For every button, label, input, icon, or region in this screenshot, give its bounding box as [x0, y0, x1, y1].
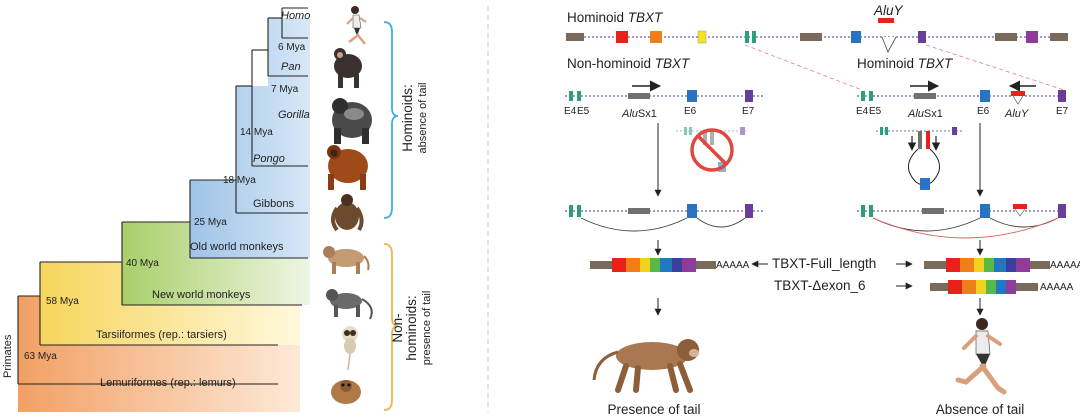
nonhominoids-title2: hominoids:: [404, 295, 419, 360]
nonhom-polya: AAAAA: [716, 260, 750, 271]
monkey-with-tail-icon: [592, 339, 699, 393]
node-18mya: 18 Mya: [223, 175, 256, 186]
nonhominoids-title: Non-: [390, 313, 405, 342]
nonhominoids-bracket: [383, 243, 399, 411]
transcript-delta-label: TBXT-Δexon_6: [774, 278, 866, 293]
taxon-homo: Homo: [281, 10, 310, 22]
nonhominoid-gene-title: Non-hominoid TBXT: [567, 56, 691, 71]
nonhom-e5: E5: [577, 106, 590, 117]
nonhom-mrna-full: [590, 258, 716, 272]
nonhom-e7: E7: [742, 106, 755, 117]
hominoid-gene-title: Hominoid TBXT: [857, 56, 954, 71]
node-40mya: 40 Mya: [126, 258, 159, 269]
top-aluy-label: AluY: [873, 3, 904, 18]
hom-polya-full: AAAAA: [1050, 260, 1080, 271]
node-63mya: 63 Mya: [24, 351, 57, 362]
taxon-tarsiiformes: Tarsiiformes (rep.: tarsiers): [96, 329, 227, 341]
new-world-monkey-icon: [326, 289, 373, 320]
orangutan-icon: [327, 145, 368, 190]
clade-hominoid-bg: [190, 18, 310, 258]
gorilla-icon: [332, 98, 372, 144]
node-6mya: 6 Mya: [278, 42, 306, 53]
nonhom-alusx1: AluSx1: [621, 108, 657, 120]
nonhom-premrna-exons: [569, 204, 753, 218]
taxon-pongo: Pongo: [253, 153, 285, 165]
tree-branches: [17, 7, 308, 385]
hom-mrna-full: [924, 258, 1050, 272]
hairpin-structure-icon: [876, 127, 962, 190]
nonhom-e6: E6: [684, 106, 697, 117]
phylogeny-panel: Homo 6 Mya Pan 7 Mya Gorilla 14 Mya Pong…: [2, 6, 433, 412]
primates-label: Primates: [2, 334, 14, 378]
node-7mya: 7 Mya: [271, 84, 299, 95]
nonhom-exons: [569, 90, 753, 102]
top-gene-title: Hominoid TBXT: [567, 10, 664, 25]
taxon-pan: Pan: [281, 61, 301, 73]
zoom-line-right: [925, 44, 1065, 91]
hom-polya-delta: AAAAA: [1040, 282, 1074, 293]
human-runner-icon: [346, 6, 367, 45]
hom-alusx1: AluSx1: [907, 108, 943, 120]
nonhom-e4: E4: [564, 106, 577, 117]
top-gene-exons: [566, 30, 1068, 53]
taxon-gorilla: Gorilla: [278, 109, 310, 121]
hom-exons: [861, 90, 1066, 105]
hom-mrna-delta-exon6: [930, 280, 1038, 294]
hom-e7: E7: [1056, 106, 1069, 117]
taxon-new-world-monkeys: New world monkeys: [152, 289, 251, 301]
top-aluy-marker: [878, 18, 894, 23]
taxon-old-world-monkeys: Old world monkeys: [190, 241, 284, 253]
prohibited-sign-icon: [690, 128, 734, 172]
hominoids-subtitle: absence of tail: [417, 83, 429, 154]
transcript-full-label: TBXT-Full_length: [772, 256, 876, 271]
zoom-line-left: [744, 44, 863, 91]
hom-premrna-exons: [861, 204, 1066, 218]
node-14mya: 14 Mya: [240, 127, 273, 138]
tarsier-icon: [342, 326, 358, 371]
gibbon-icon: [331, 194, 364, 232]
hom-e6: E6: [977, 106, 990, 117]
hom-e5: E5: [869, 106, 882, 117]
hom-aluy: AluY: [1004, 108, 1029, 120]
hom-e4: E4: [856, 106, 869, 117]
nonhominoids-subtitle: presence of tail: [421, 291, 433, 366]
taxon-lemuriformes: Lemuriformes (rep.: lemurs): [100, 377, 236, 389]
hom-skip-arc: [872, 217, 1059, 239]
macaque-icon: [323, 246, 370, 274]
human-runner-large-icon: [955, 318, 1007, 395]
prohibited-slash: [696, 134, 728, 166]
node-58mya: 58 Mya: [46, 296, 79, 307]
hominoids-title: Hominoids:: [400, 84, 415, 152]
nonhom-splice-arc-2: [696, 217, 746, 228]
node-25mya: 25 Mya: [194, 217, 227, 228]
taxon-gibbons: Gibbons: [253, 198, 294, 210]
gene-panel: Hominoid TBXT AluY Non-hominoid TBXT: [564, 3, 1080, 417]
chimpanzee-icon: [334, 48, 362, 88]
nonhom-splice-arc-1: [580, 217, 688, 232]
outcome-left-label: Presence of tail: [607, 402, 700, 417]
outcome-right-label: Absence of tail: [936, 402, 1025, 417]
hominoids-bracket: [383, 21, 399, 219]
lemur-icon: [331, 380, 361, 404]
